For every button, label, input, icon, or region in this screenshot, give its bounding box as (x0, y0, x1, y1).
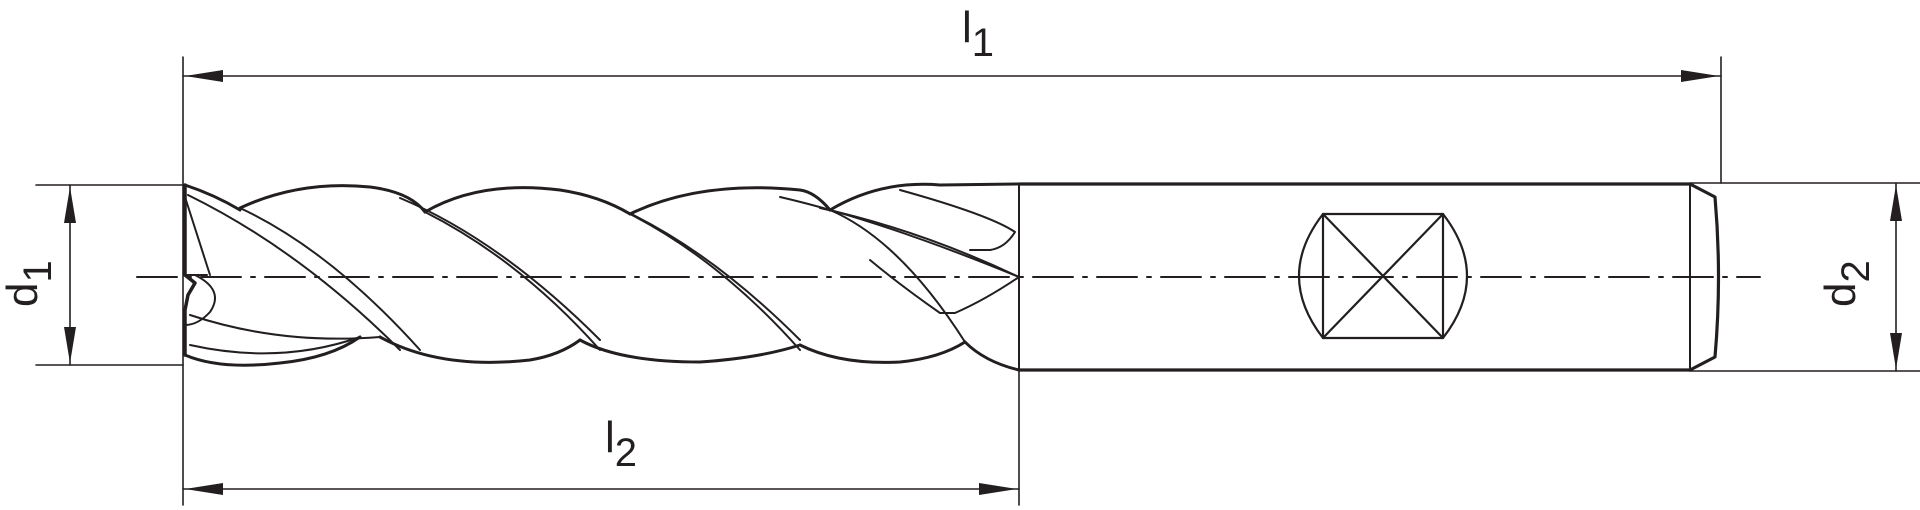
l1-left-arrow (185, 70, 223, 82)
d2-index: 2 (1834, 260, 1878, 283)
l1-index: 1 (971, 21, 995, 65)
arrowheads (64, 70, 1902, 495)
d1-symbol: d (0, 282, 47, 307)
d2-label: d2 (1816, 247, 1878, 307)
l2-symbol: l (605, 413, 615, 462)
d1-index: 1 (16, 260, 60, 283)
d1-label: d1 (0, 247, 60, 307)
dimension-lines (69, 75, 1897, 490)
flutes (183, 182, 1021, 372)
weldon-flat (1298, 212, 1468, 340)
extension-lines (35, 56, 1920, 506)
l2-index: 2 (614, 431, 638, 475)
l2-label: l2 (605, 413, 637, 474)
l1-symbol: l (962, 3, 972, 52)
shank (1017, 182, 1721, 372)
d2-symbol: d (1816, 282, 1865, 307)
l1-label: l1 (962, 3, 994, 64)
